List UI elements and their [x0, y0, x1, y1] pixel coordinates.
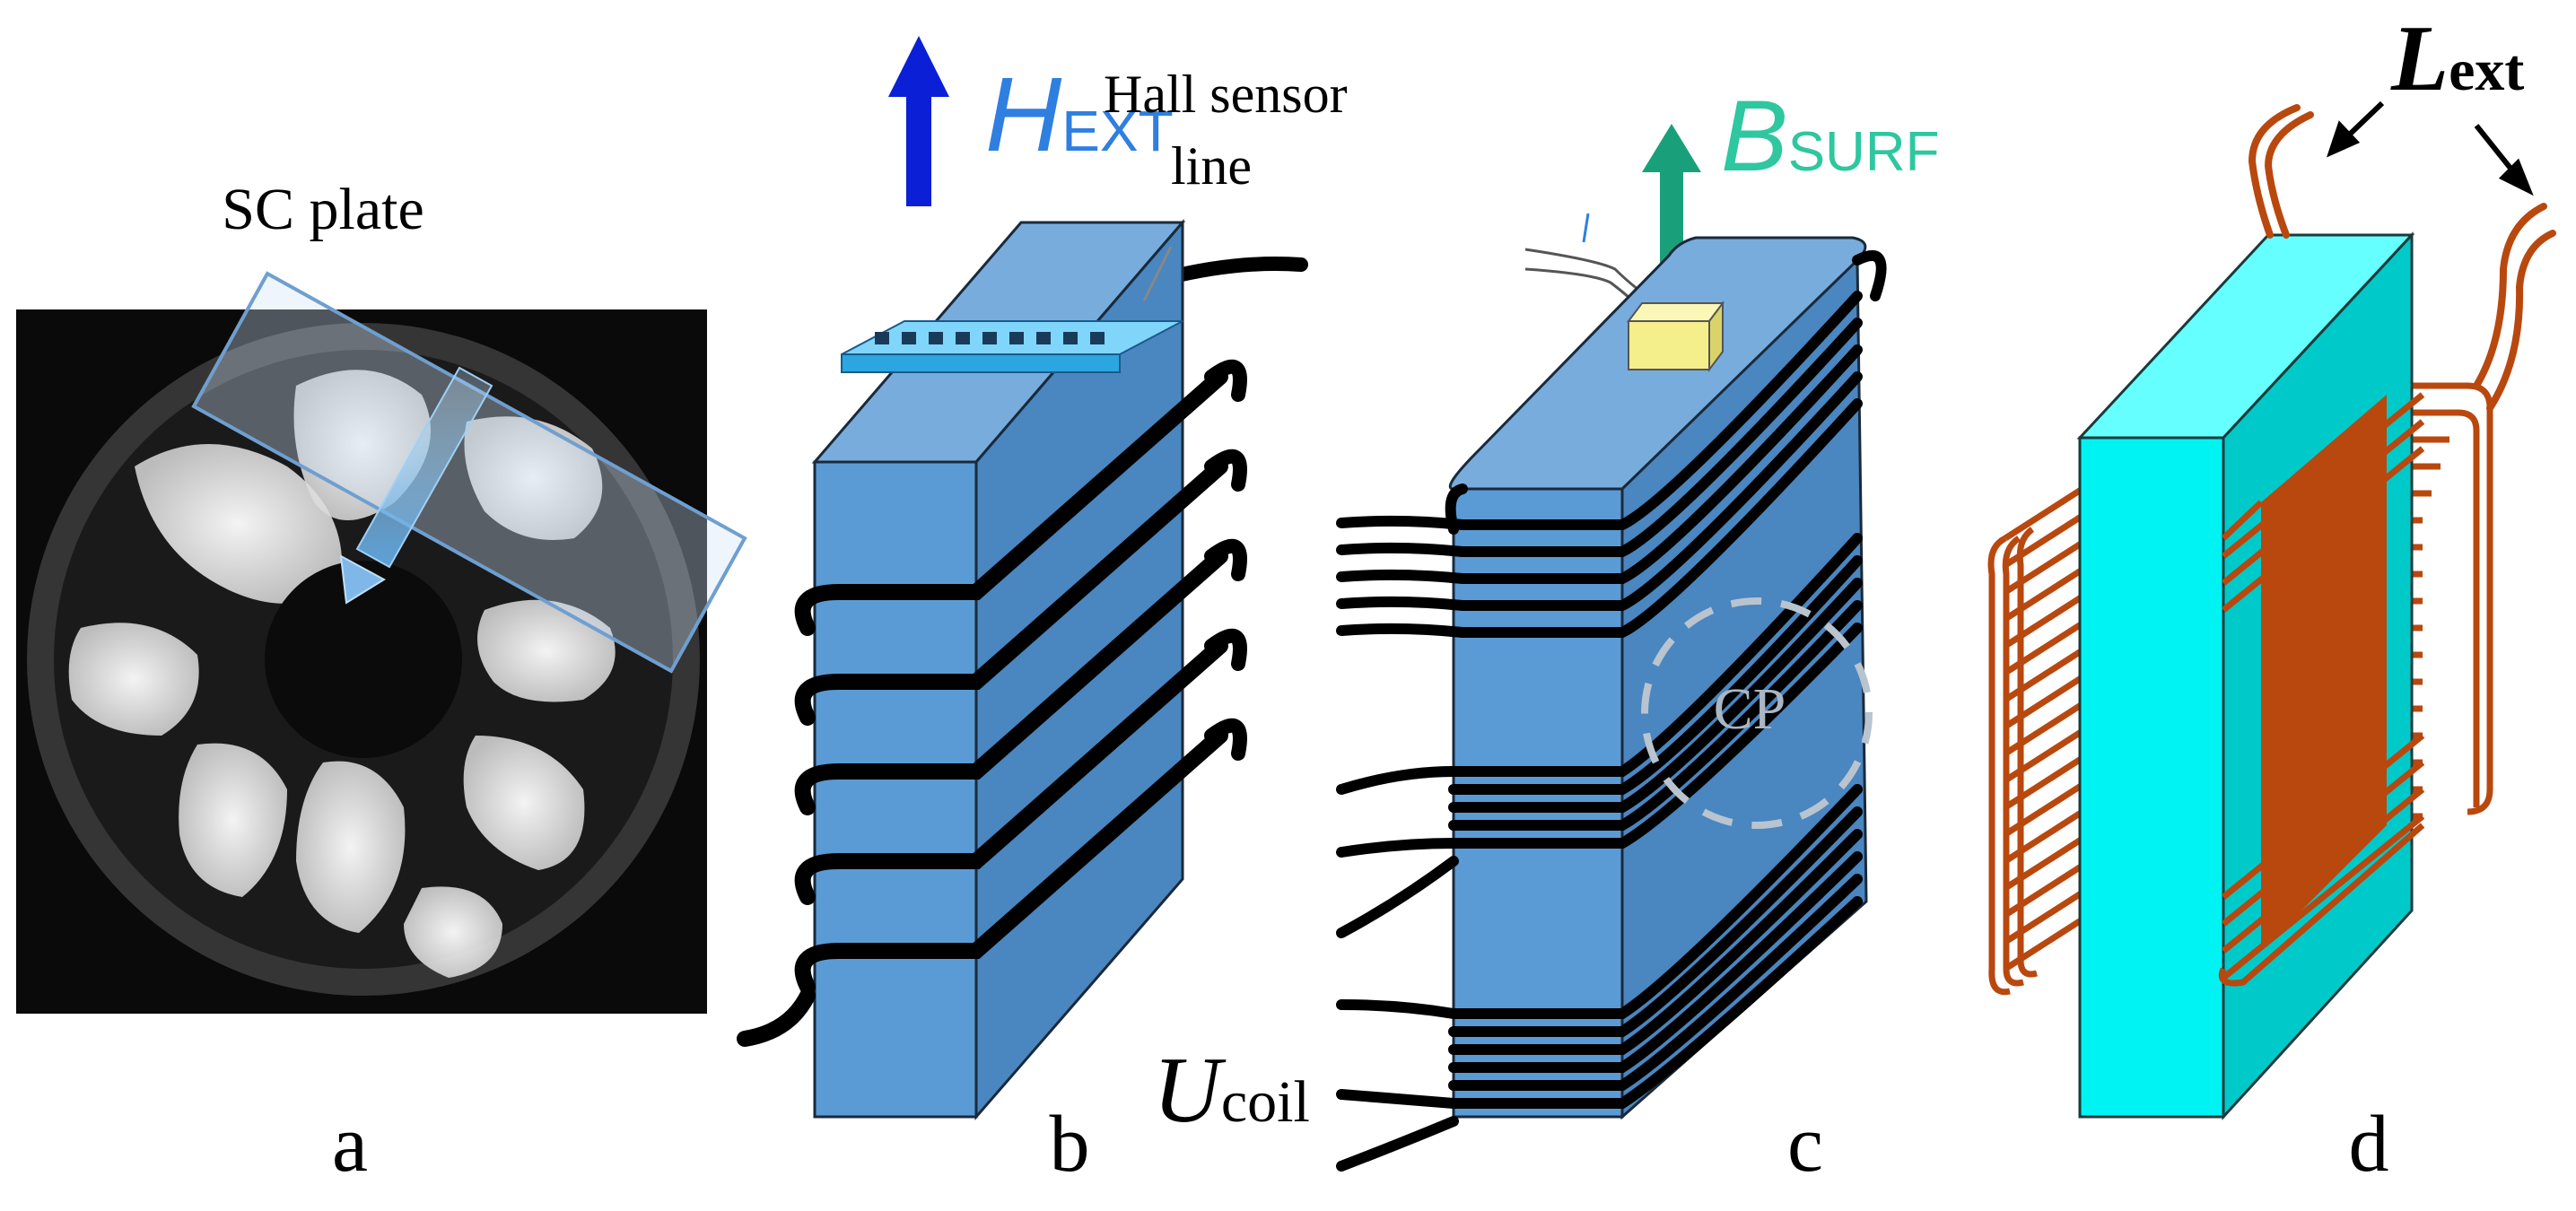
panel-c: BSURF — [1336, 80, 1939, 1189]
panel-d: Lext d — [1987, 5, 2556, 1189]
hall-sensor-label: Hall sensor line — [1104, 65, 1361, 196]
panel-label-b: b — [1050, 1100, 1090, 1189]
field-arrow-h-ext — [888, 36, 949, 206]
panel-label-a: a — [332, 1100, 368, 1189]
hall-sensor-leader — [1142, 246, 1173, 301]
coil-stack-top — [1336, 250, 1887, 638]
winding-left-d — [1987, 527, 2038, 996]
coil-front-b — [737, 369, 1228, 1047]
panel-label-d: d — [2349, 1100, 2389, 1189]
field-label-b-surf: BSURF — [1721, 80, 1939, 192]
sc-plate-overlay — [191, 271, 747, 674]
winding-leads-d — [2248, 104, 2556, 412]
panel-a: SC plate a — [16, 177, 747, 1189]
coil-stack-middle — [1336, 533, 1863, 938]
hall-sensor-cube — [1627, 301, 1725, 372]
l-ext-label: Lext — [2390, 5, 2524, 110]
panel-b: HEXT — [737, 36, 1361, 1189]
panel-label-c: c — [1787, 1100, 1823, 1189]
cp-region — [1641, 597, 1873, 829]
hall-sensor-line — [841, 320, 1183, 373]
l-ext-pointers — [2327, 100, 2534, 196]
winding-front-d — [2218, 392, 2425, 987]
coil-stack-bottom — [1336, 784, 1863, 1172]
sc-plate-label: SC plate — [222, 177, 424, 242]
winding-core-d — [2261, 395, 2387, 951]
cp-label: CP — [1714, 676, 1786, 742]
mo-image-disk — [27, 323, 700, 996]
coil-voltage-label: Ucoil — [1153, 1037, 1310, 1142]
field-label-h-ext: HEXT — [985, 56, 1174, 174]
